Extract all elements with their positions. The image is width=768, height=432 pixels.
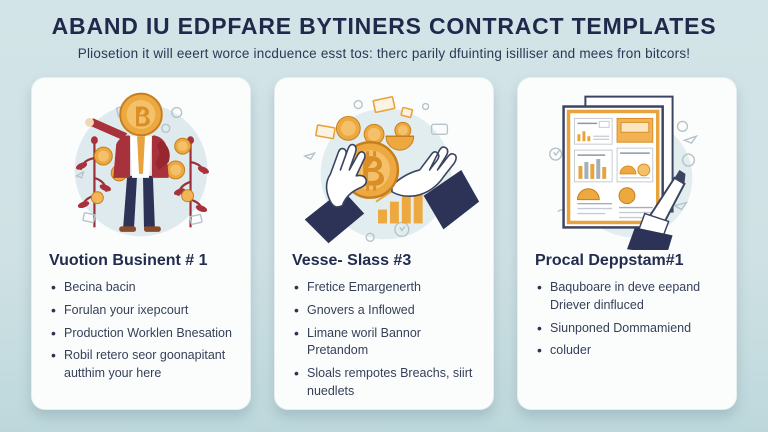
header: ABAND IU EDPFARE BYTINERS CONTRACT TEMPL… (0, 0, 768, 61)
document-signing-svg (549, 95, 699, 250)
bullet-list: Becina bacin Forulan your ixepcourt Prod… (49, 278, 233, 383)
card-contract-document: Procal Deppstam#1 Baquboare in deve eepa… (517, 77, 737, 410)
card-title: Procal Deppstam#1 (535, 252, 684, 269)
bitcoin-hands-svg (302, 96, 480, 244)
cards-row: Vuotion Businent # 1 Becina bacin Forula… (0, 77, 768, 410)
bullet-item: Fretice Emargenerth (292, 278, 476, 298)
bullet-list: Baquboare in deve eepand Driever dinfluc… (535, 278, 719, 361)
bullet-item: coluder (535, 341, 719, 361)
bullet-item: Forulan your ixepcourt (49, 301, 233, 321)
bullet-item: Limane woril Bannor Pretandom (292, 324, 476, 361)
contract-document-signing-illustration (518, 78, 736, 250)
card-businessman: Vuotion Businent # 1 Becina bacin Forula… (31, 77, 251, 410)
bullet-item: Production Worklen Bnesation (49, 324, 233, 344)
bullet-item: Becina bacin (49, 278, 233, 298)
hands-holding-bitcoin-illustration (275, 78, 493, 250)
businessman-coins-svg (74, 92, 209, 237)
card-body: Vesse- Slass #3 Fretice Emargenerth Gnov… (275, 250, 493, 401)
card-body: Procal Deppstam#1 Baquboare in deve eepa… (518, 250, 736, 361)
page-subtitle: Pliosetion it will eeert worce incduence… (77, 46, 691, 61)
bullet-item: Sloals rempotes Breachs, siirt nuedlets (292, 364, 476, 401)
card-body: Vuotion Businent # 1 Becina bacin Forula… (32, 250, 250, 383)
bullet-list: Fretice Emargenerth Gnovers a Inflowed L… (292, 278, 476, 401)
card-title: Vuotion Businent # 1 (49, 252, 208, 269)
bullet-item: Siunponed Dommamiend (535, 319, 719, 339)
page-title: ABAND IU EDPFARE BYTINERS CONTRACT TEMPL… (51, 13, 717, 39)
bullet-item: Gnovers a Inflowed (292, 301, 476, 321)
bullet-item: Baquboare in deve eepand Driever dinfluc… (535, 278, 719, 315)
bullet-item: Robil retero seor goonapitant autthim yo… (49, 346, 233, 383)
card-title: Vesse- Slass #3 (292, 252, 412, 269)
businessman-with-coins-illustration (32, 78, 250, 250)
card-bitcoin-hands: Vesse- Slass #3 Fretice Emargenerth Gnov… (274, 77, 494, 410)
